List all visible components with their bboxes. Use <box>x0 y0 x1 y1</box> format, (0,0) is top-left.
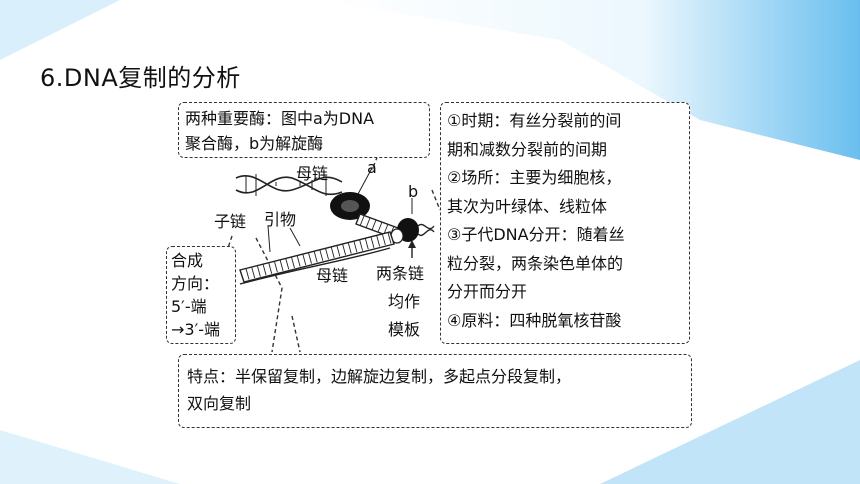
label-enzyme-b: b <box>408 182 419 201</box>
label-template-3: 模板 <box>388 320 421 339</box>
info-line-7: 分开而分开 <box>447 282 528 301</box>
lower-daughter-strand <box>239 231 395 283</box>
enzyme-line-2: 聚合酶，b为解旋酶 <box>185 134 324 153</box>
info-line-2: 期和减数分裂前的间期 <box>447 139 608 159</box>
info-line-4: 其次为叶绿体、线粒体 <box>447 196 608 216</box>
enzyme-line-1: 两种重要酶：图中a为DNA <box>185 109 375 128</box>
direction-line-1: 合成 <box>171 251 204 270</box>
replication-feature-box: 特点：半保留复制，边解旋边复制，多起点分段复制， 双向复制 <box>178 354 692 428</box>
direction-line-3: 5′-端 <box>171 297 207 316</box>
enzyme-description-box: 两种重要酶：图中a为DNA 聚合酶，b为解旋酶 <box>178 102 430 158</box>
label-template-2: 均作 <box>388 292 421 311</box>
label-parent-strand-bottom: 母链 <box>316 266 349 285</box>
label-enzyme-a: a <box>367 158 377 177</box>
label-primer: 引物 <box>264 210 297 229</box>
info-line-3: ②场所：主要为细胞核， <box>447 168 622 187</box>
feature-line-2: 双向复制 <box>187 394 252 413</box>
synthesis-direction-box: 合成 方向： 5′-端 →3′-端 <box>166 246 236 344</box>
info-line-6: 粒分裂，两条染色单体的 <box>447 253 624 273</box>
label-template-1: 两条链 <box>376 264 425 283</box>
replication-info-box: ①时期：有丝分裂前的间 期和减数分裂前的间期 ②场所：主要为细胞核， 其次为叶绿… <box>440 102 690 344</box>
direction-line-4: →3′-端 <box>171 320 220 339</box>
slide-title: 6.DNA复制的分析 <box>40 64 241 92</box>
parent-helix <box>235 174 343 196</box>
info-line-1: ①时期：有丝分裂前的间 <box>447 111 622 130</box>
info-line-8: ④原料：四种脱氧核苷酸 <box>447 310 622 330</box>
feature-line-1: 特点：半保留复制，边解旋边复制，多起点分段复制， <box>187 367 572 386</box>
info-line-5: ③子代DNA分开：随着丝 <box>447 225 625 244</box>
direction-line-2: 方向： <box>171 274 220 293</box>
label-child-strand: 子链 <box>214 212 247 231</box>
label-parent-strand-top: 母链 <box>296 164 329 183</box>
